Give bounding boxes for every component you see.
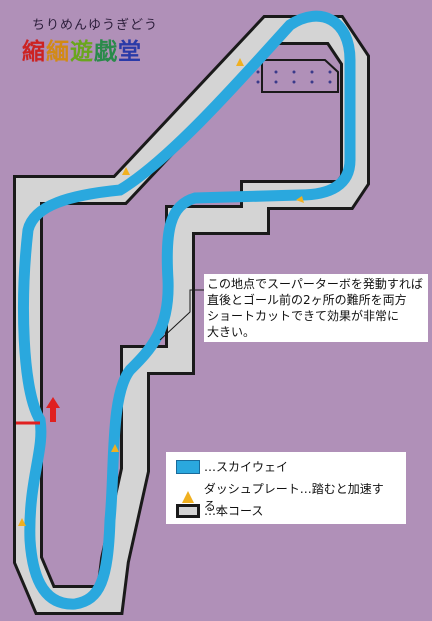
triangle-icon (236, 58, 244, 66)
course-swatch (176, 503, 200, 518)
callout-leader-line (159, 289, 204, 341)
course-dot (256, 80, 260, 84)
site-title-char: 縮 (22, 38, 46, 65)
site-title-char: 遊 (70, 38, 94, 65)
callout-box: この地点でスーパーターボを発動すれば 直後とゴール前の2ヶ所の難所を両方 ショー… (204, 274, 428, 342)
main-course-band (16, 18, 367, 612)
site-title-char: 緬 (46, 38, 70, 65)
course-dot (274, 70, 278, 74)
course-dot (274, 80, 278, 84)
legend: …スカイウェイ ダッシュプレート…踏むと加速する。 …本コース (166, 452, 406, 524)
site-name: ちりめんゆうぎどう (32, 18, 159, 33)
skyway-swatch (176, 459, 200, 474)
up-arrow-icon (46, 397, 60, 422)
course-island (261, 59, 339, 93)
course-dot (328, 80, 332, 84)
legend-item-course: …本コース (176, 502, 263, 519)
course-dots (256, 70, 332, 84)
skyway-route (18, 10, 356, 610)
triangle-icon (296, 196, 304, 203)
callout-line: 大きい。 (207, 325, 256, 339)
course-dot (292, 80, 296, 84)
legend-label: ダッシュプレート…踏むと加速する。 (203, 482, 384, 513)
course-dot (310, 70, 314, 74)
site-title: 縮緬遊戯堂 (22, 32, 142, 66)
course-dot (256, 70, 260, 74)
legend-item-dash: ダッシュプレート…踏むと加速する。 (176, 480, 406, 514)
course-dot (292, 70, 296, 74)
course-dot (310, 80, 314, 84)
callout-line: ショートカットできて効果が非常に (207, 309, 400, 323)
callout-line: この地点でスーパーターボを発動すれば (207, 277, 423, 291)
site-title-char: 堂 (118, 38, 142, 65)
callout-line: 直後とゴール前の2ヶ所の難所を両方 (207, 293, 407, 307)
site-title-char: 戯 (94, 38, 118, 65)
legend-item-skyway: …スカイウェイ (176, 458, 288, 475)
triangle-icon (111, 444, 119, 452)
triangle-icon (182, 491, 194, 503)
legend-label: …スカイウェイ (204, 460, 289, 474)
course-dot (328, 70, 332, 74)
triangle-icon (122, 167, 130, 175)
triangle-icon (18, 518, 26, 526)
legend-label: …本コース (204, 504, 264, 518)
